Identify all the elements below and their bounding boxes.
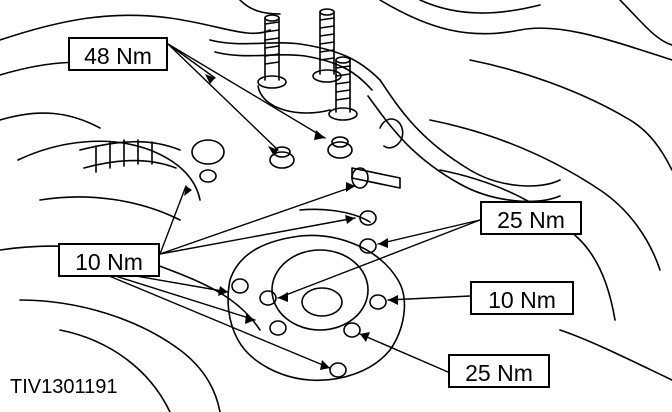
figure-id-label: TIV1301191 xyxy=(10,376,118,398)
torque-callout-48nm: 48 Nm xyxy=(68,37,168,71)
wiring-harness xyxy=(79,39,561,203)
lower-bolts xyxy=(231,210,387,378)
upper-fasteners xyxy=(191,136,401,189)
torque-callout-10nm-right: 10 Nm xyxy=(470,281,574,315)
torque-callout-25nm-upper: 25 Nm xyxy=(480,201,582,235)
mounting-plate xyxy=(227,208,406,382)
torque-callout-25nm-lower: 25 Nm xyxy=(448,354,550,388)
torque-callout-10nm-left: 10 Nm xyxy=(58,243,160,277)
stud-bolts xyxy=(257,8,358,121)
leader-lines xyxy=(89,43,481,373)
